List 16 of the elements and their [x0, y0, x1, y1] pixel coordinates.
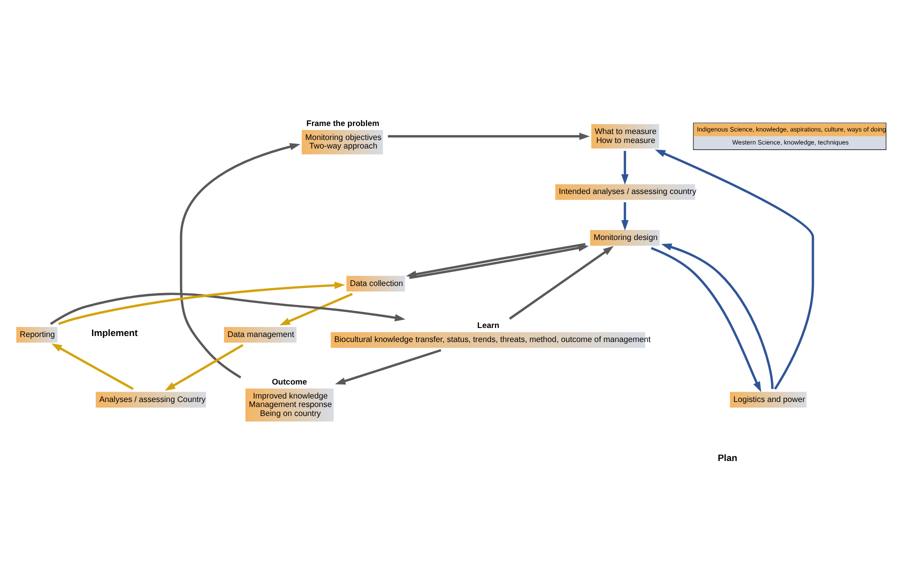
arrow	[179, 142, 300, 378]
arrow	[650, 246, 761, 392]
arrow	[279, 292, 352, 325]
arrow	[660, 243, 774, 389]
arrow	[654, 148, 814, 390]
arrow	[620, 202, 628, 230]
arrow	[58, 281, 344, 325]
arrow	[164, 344, 243, 390]
arrow	[334, 348, 441, 384]
arrow	[387, 132, 590, 140]
arrow	[620, 150, 628, 184]
arrow	[50, 342, 134, 390]
arrow	[50, 292, 405, 324]
label: Implement	[90, 328, 138, 338]
arrow	[508, 246, 614, 320]
label: Plan	[717, 452, 737, 462]
